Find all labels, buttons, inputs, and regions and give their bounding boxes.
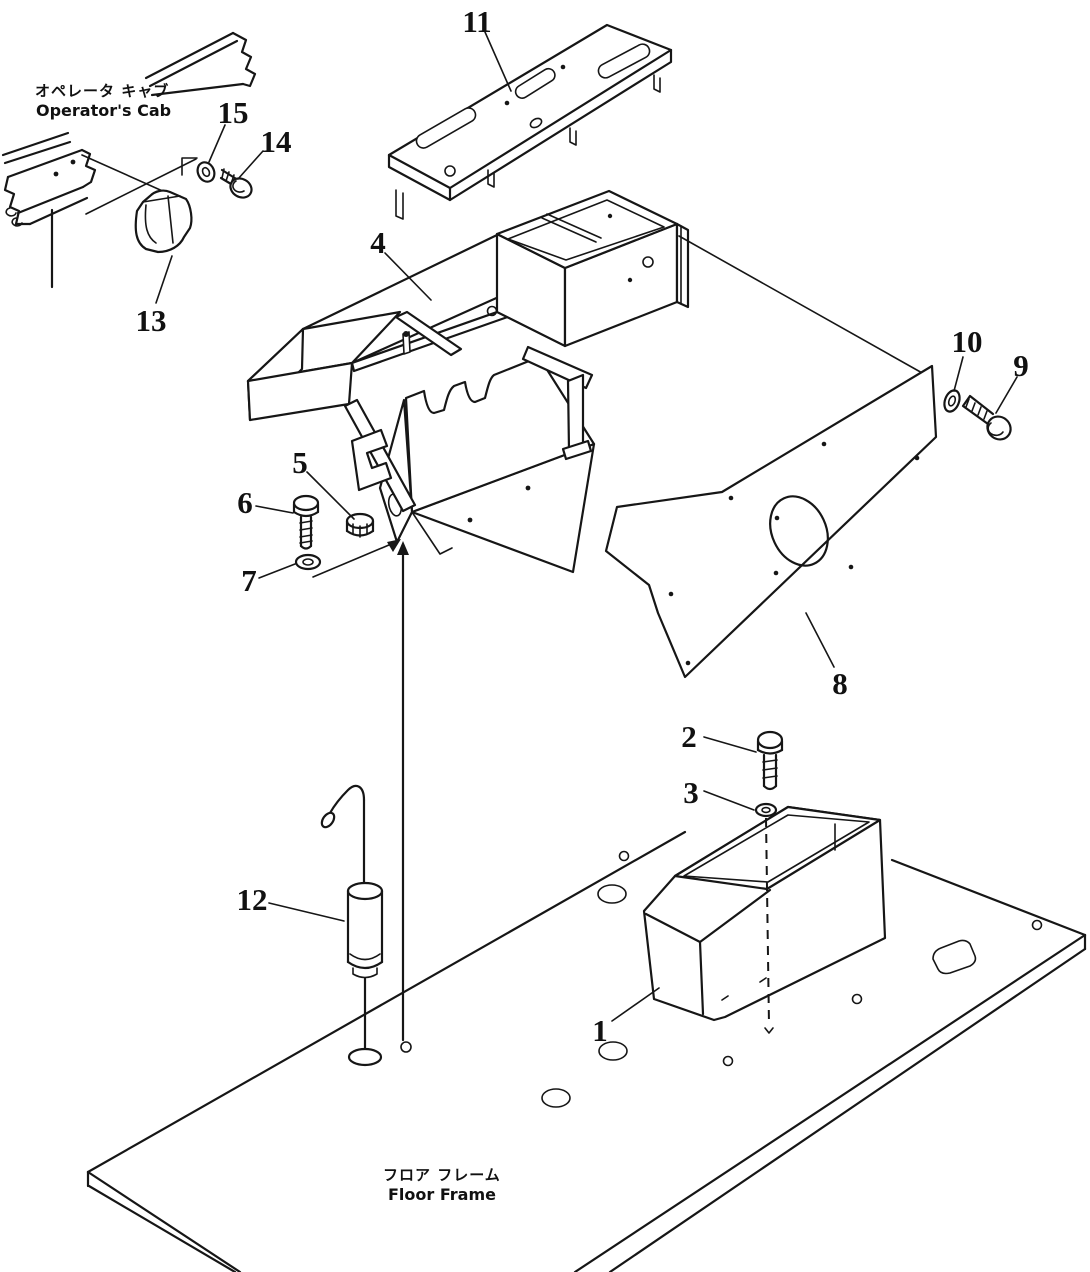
part-5-grommet bbox=[345, 512, 375, 538]
cab-rail-upper bbox=[144, 31, 257, 97]
part-13-pocket bbox=[134, 189, 193, 254]
part-15-washer bbox=[196, 161, 216, 183]
callout-7: 7 bbox=[241, 563, 257, 598]
leader-lines bbox=[155, 31, 1018, 1022]
part-7-washer bbox=[294, 553, 322, 571]
floor-frame-plate bbox=[86, 830, 1087, 1272]
part-3-washer bbox=[754, 802, 778, 818]
part-9-bolt bbox=[961, 394, 1012, 441]
part-4-console-frame bbox=[246, 189, 690, 574]
callout-6: 6 bbox=[237, 485, 253, 520]
callout-5: 5 bbox=[292, 445, 308, 480]
callout-2: 2 bbox=[681, 719, 697, 754]
part-12-cable-cylinder bbox=[320, 784, 384, 1067]
callout-12: 12 bbox=[237, 882, 268, 917]
part-14-bolt bbox=[219, 168, 253, 199]
part-10-washer bbox=[943, 389, 961, 413]
part-11-top-panel bbox=[387, 23, 673, 220]
callout-10: 10 bbox=[952, 324, 983, 359]
cab-rail-lower bbox=[1, 131, 97, 289]
callout-numbers: 1 2 3 4 5 6 7 8 9 10 11 12 13 14 15 bbox=[136, 4, 1029, 1048]
part-1-console-housing bbox=[642, 805, 887, 1022]
callout-8: 8 bbox=[832, 666, 848, 701]
console-to-floor-line bbox=[397, 541, 412, 1053]
floor-frame-label-en: Floor Frame bbox=[388, 1185, 496, 1204]
bolt-axis-dashed-line bbox=[765, 817, 770, 1026]
dashed-line-end-tick bbox=[764, 1027, 774, 1034]
callout-4: 4 bbox=[370, 225, 386, 260]
part-8-cover-plate bbox=[604, 364, 938, 679]
operators-cab-label-en: Operator's Cab bbox=[36, 101, 171, 120]
part-2-bolt bbox=[756, 730, 784, 791]
callout-13: 13 bbox=[136, 303, 167, 338]
console-to-plate-line bbox=[678, 235, 925, 375]
operators-cab-label-jp: オペレータ キャブ bbox=[35, 82, 169, 100]
callout-9: 9 bbox=[1013, 348, 1029, 383]
callout-1: 1 bbox=[592, 1013, 608, 1048]
callout-15: 15 bbox=[218, 95, 249, 130]
callout-3: 3 bbox=[683, 775, 699, 810]
floor-frame-label-jp: フロア フレーム bbox=[383, 1166, 501, 1184]
callout-11: 11 bbox=[462, 4, 491, 39]
mount-pointer-line bbox=[312, 539, 401, 578]
text-labels: オペレータ キャブ Operator's Cab フロア フレーム Floor … bbox=[35, 82, 501, 1204]
part-6-bolt bbox=[292, 494, 320, 550]
callout-14: 14 bbox=[261, 124, 292, 159]
